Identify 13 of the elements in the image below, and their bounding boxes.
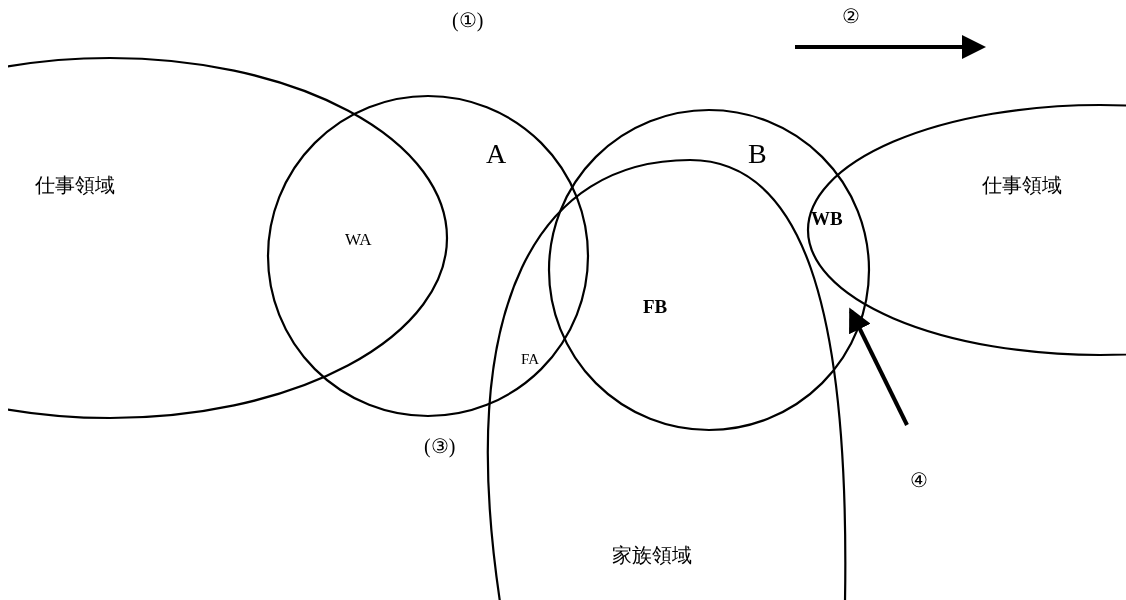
region-label: 家族領域: [612, 545, 692, 565]
region-label: FB: [643, 297, 668, 316]
callout-number: (①): [452, 10, 484, 30]
region-label: WB: [811, 209, 843, 228]
callout-number: ④: [910, 470, 928, 490]
region-label: FA: [521, 352, 540, 367]
region-label: WA: [345, 231, 372, 248]
region-label: A: [486, 140, 507, 168]
region-label: B: [748, 140, 767, 168]
callout-number: ②: [842, 6, 860, 26]
region-label: 仕事領域: [982, 175, 1062, 195]
callout-number: (③): [424, 436, 456, 456]
region-label: 仕事領域: [35, 175, 115, 195]
